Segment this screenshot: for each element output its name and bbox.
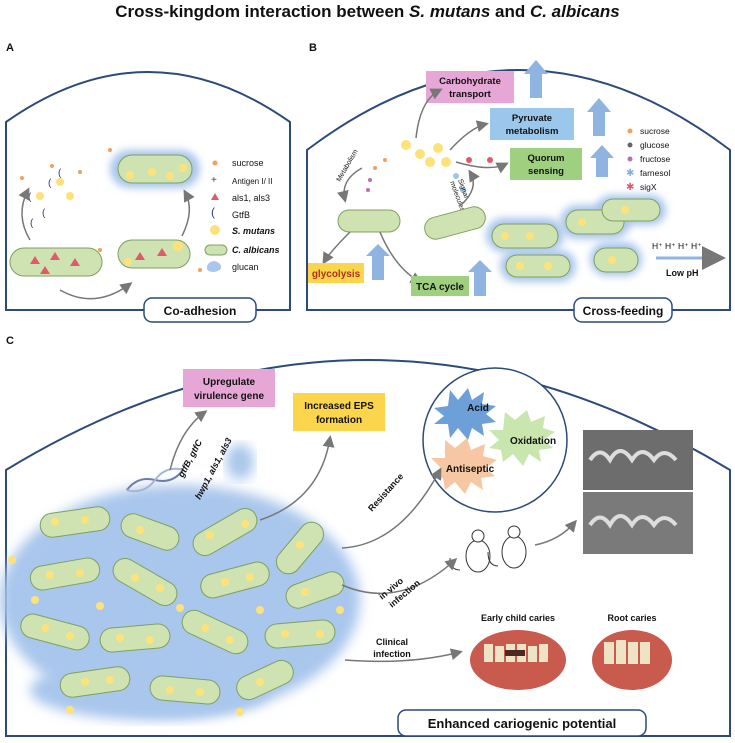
svg-text:Upregulate: Upregulate xyxy=(203,377,256,388)
panel-label-a: A xyxy=(6,42,14,54)
enhanced-cariogenic-label: Enhanced cariogenic potential xyxy=(428,716,617,731)
svg-text:glucose: glucose xyxy=(640,140,670,150)
svg-text:Antiseptic: Antiseptic xyxy=(446,464,495,475)
svg-text:+: + xyxy=(211,175,217,186)
svg-text:metabolism: metabolism xyxy=(506,126,559,137)
svg-text:Clinical: Clinical xyxy=(376,637,408,647)
co-adhesion-label: Co-adhesion xyxy=(164,304,237,318)
svg-text:Root caries: Root caries xyxy=(607,613,656,623)
svg-text:(: ( xyxy=(48,178,52,189)
svg-text:sensing: sensing xyxy=(528,166,564,177)
svg-text:(: ( xyxy=(42,208,46,219)
svg-text:H⁺ H⁺ H⁺ H⁺: H⁺ H⁺ H⁺ H⁺ xyxy=(652,241,702,251)
hypha-a2 xyxy=(9,247,103,277)
hypha-a3 xyxy=(117,239,191,269)
legend-a-calbicans: C. albicans xyxy=(232,245,280,255)
panel-b: Carbohydrate transport Pyruvate metaboli… xyxy=(306,60,731,323)
svg-text:(: ( xyxy=(30,218,34,229)
svg-text:(: ( xyxy=(28,192,32,203)
svg-text:Early child caries: Early child caries xyxy=(481,613,555,623)
svg-text:sucrose: sucrose xyxy=(640,126,670,136)
svg-text:sigX: sigX xyxy=(640,182,657,192)
svg-text:TCA cycle: TCA cycle xyxy=(416,282,464,293)
panel-c: Upregulate virulence gene gtfB, gtfC hwp… xyxy=(0,359,731,737)
svg-text:✱: ✱ xyxy=(626,182,634,193)
svg-text:transport: transport xyxy=(449,89,492,100)
svg-text:(: ( xyxy=(58,168,62,179)
svg-text:infection: infection xyxy=(373,649,411,659)
panel-label-b: B xyxy=(309,42,317,54)
svg-text:Carbohydrate: Carbohydrate xyxy=(439,76,501,87)
figure-title: Cross-kingdom interaction between S. mut… xyxy=(115,2,620,21)
legend-a-glucan: glucan xyxy=(232,262,259,272)
svg-text:Acid: Acid xyxy=(467,403,489,414)
svg-text:farnesol: farnesol xyxy=(640,168,670,178)
panel-label-c: C xyxy=(6,335,14,347)
svg-text:fructose: fructose xyxy=(640,154,671,164)
svg-text:Oxidation: Oxidation xyxy=(510,436,556,447)
svg-text:virulence gene: virulence gene xyxy=(194,391,264,402)
svg-text:(: ( xyxy=(211,205,215,219)
panel-a: ( ( ( ( ( + ( sucrose Antigen I/ II als1, a… xyxy=(5,71,291,323)
legend-a-sucrose: sucrose xyxy=(232,158,264,168)
svg-text:glycolysis: glycolysis xyxy=(312,269,361,280)
svg-text:✱: ✱ xyxy=(626,168,634,179)
svg-text:Increased EPS: Increased EPS xyxy=(304,401,374,412)
svg-text:Low pH: Low pH xyxy=(666,268,699,278)
svg-text:Quorum: Quorum xyxy=(528,153,565,164)
legend-a-gtfb: GtfB xyxy=(232,210,250,220)
legend-a-smutans: S. mutans xyxy=(232,226,275,236)
cross-feeding-label: Cross-feeding xyxy=(583,304,664,318)
legend-a-als: als1, als3 xyxy=(232,193,270,203)
svg-text:Pyruvate: Pyruvate xyxy=(512,113,552,124)
svg-text:formation: formation xyxy=(316,415,362,426)
legend-a-antigen: Antigen I/ II xyxy=(232,177,272,186)
